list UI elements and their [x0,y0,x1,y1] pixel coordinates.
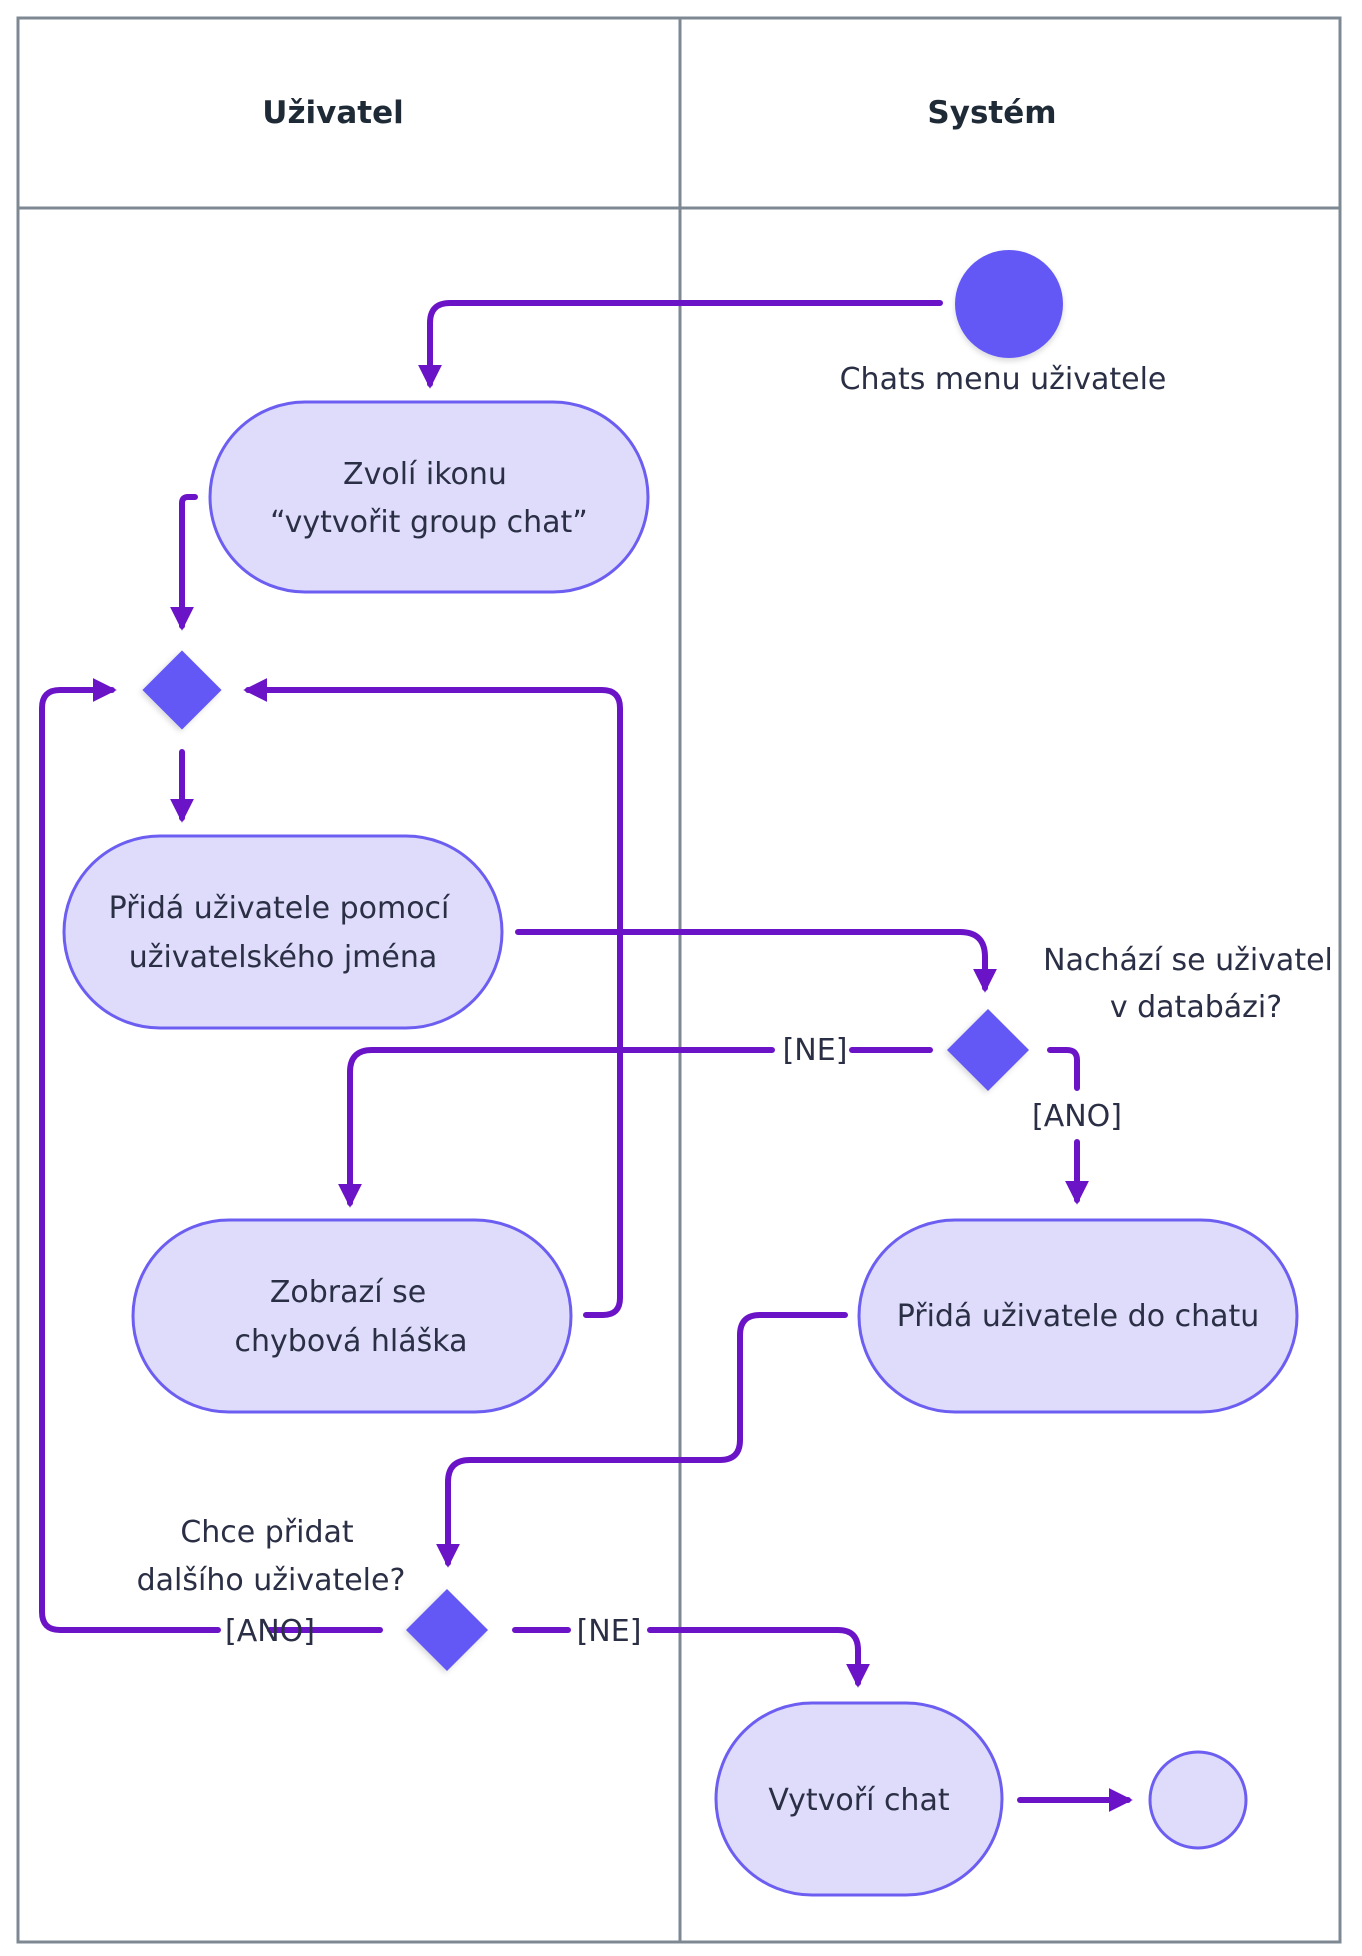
guard-db-yes: [ANO] [1032,1099,1122,1134]
action-select-icon [208,400,650,594]
decision-in-database [946,1008,1030,1092]
decision-add-another-line-2: dalšího uživatele? [137,1563,406,1598]
edge-error-to-merge [243,678,623,1318]
start-node [955,250,1063,358]
edge-db-yes-top [1047,1047,1080,1091]
action-error-message [131,1218,573,1414]
edge-add-user-to-db-decision [515,929,997,993]
edge-another-no-to-create [647,1627,870,1688]
action-select-icon-line-2: “vytvořit group chat” [270,505,588,540]
action-create-chat-label: Vytvoří chat [768,1783,949,1818]
decision-in-database-line-1: Nachází se uživatel [1043,943,1333,978]
action-add-user [62,834,504,1030]
action-add-user-line-2: uživatelského jména [129,940,438,975]
lane-title-system: Systém [927,95,1056,131]
action-add-to-chat [857,1218,1299,1414]
action-select-icon-line-1: Zvolí ikonu [343,457,507,492]
guard-another-no: [NE] [577,1614,642,1649]
start-label: Chats menu uživatele [840,362,1167,397]
end-node [1148,1750,1248,1850]
flow-edges [39,300,1133,1812]
action-add-to-chat-label: Přidá uživatele do chatu [897,1299,1260,1334]
swimlanes [16,16,1342,1944]
decision-add-another-line-1: Chce přidat [180,1515,354,1550]
guard-another-yes: [ANO] [225,1614,315,1649]
edge-start-to-select-icon [418,300,943,389]
action-add-user-line-1: Přidá uživatele pomocí [109,891,451,926]
edge-another-yes-to-merge [39,678,221,1633]
edge-select-icon-to-merge [170,494,198,631]
action-create-chat [714,1701,1004,1897]
action-error-line-2: chybová hláška [235,1324,468,1359]
decision-in-database-line-2: v databázi? [1110,990,1282,1025]
edge-db-no-to-error [338,1047,775,1208]
edge-add-to-chat-to-decision [436,1312,848,1568]
action-error-line-1: Zobrazí se [270,1275,426,1310]
lane-title-user: Uživatel [262,95,403,131]
decision-add-another [405,1588,489,1672]
merge-node [142,650,222,730]
guard-db-no: [NE] [783,1033,848,1068]
